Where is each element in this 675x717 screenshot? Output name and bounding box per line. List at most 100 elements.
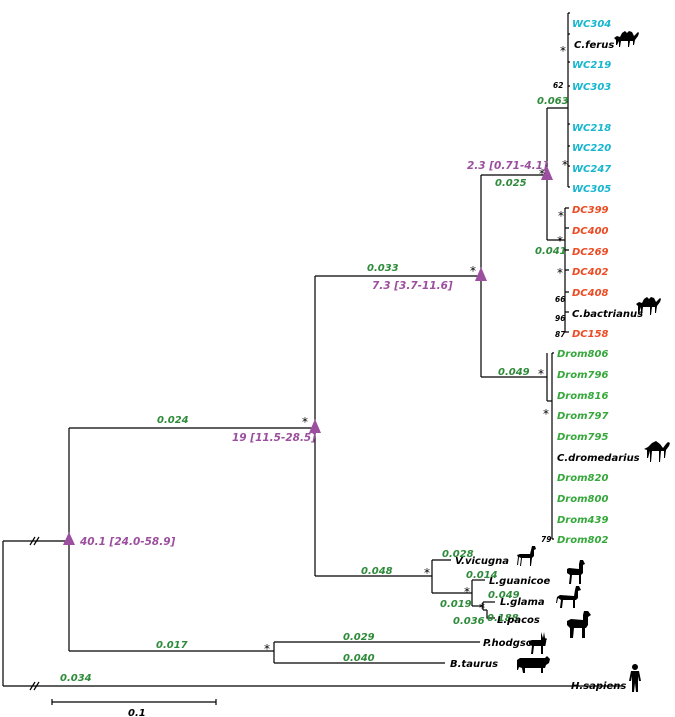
tip-dc399: DC399 xyxy=(572,205,609,216)
tip-drom816: Drom816 xyxy=(557,391,608,402)
cow-icon xyxy=(517,656,550,673)
divergence-markers xyxy=(63,166,553,545)
branch-dromedary-tips xyxy=(552,352,554,540)
length-bactrian-clade: 0.041 xyxy=(535,246,567,257)
tip-wc219: WC219 xyxy=(572,60,611,71)
length-lamini: 0.048 xyxy=(361,566,393,577)
tip-drom820: Drom820 xyxy=(557,473,608,484)
tip-l-pacos: L.pacos xyxy=(497,615,540,626)
length-bactrian-group: 0.025 xyxy=(495,178,527,189)
tip-dc400: DC400 xyxy=(572,226,609,237)
node-marker-root xyxy=(63,532,75,545)
tip-drom796: Drom796 xyxy=(557,370,608,381)
support-wc303: 62 xyxy=(553,81,563,90)
support-stars: * * * * * * * * * * * * * * xyxy=(264,44,568,656)
tip-wc218: WC218 xyxy=(572,123,611,134)
length-vicugna: 0.028 xyxy=(442,549,474,560)
star-dromedary-1: * xyxy=(538,367,544,381)
length-guanicoe: 0.014 xyxy=(466,570,498,581)
scale-bar-line xyxy=(51,699,217,705)
star-lama: * xyxy=(464,585,470,599)
llama-icon xyxy=(567,611,591,638)
sapiens-break-mark xyxy=(29,681,40,691)
length-glama-pacos-stem: 0.019 xyxy=(440,599,472,610)
llama-icon xyxy=(517,546,536,566)
scale-bar: 0.1 xyxy=(51,699,217,717)
tip-b-taurus: B.taurus xyxy=(450,659,498,670)
tree-branches xyxy=(2,12,622,691)
support-values: 62 66 96 87 79 xyxy=(541,81,566,544)
branch-bactrian-tips xyxy=(565,207,569,333)
animal-silhouettes xyxy=(517,31,670,692)
node-marker-bactrian-wild xyxy=(541,166,553,180)
support-drom802: 79 xyxy=(541,535,551,544)
divergence-camelid-root: 40.1 [24.0-58.9] xyxy=(79,536,176,548)
length-pacos: 0.188 xyxy=(487,613,519,624)
star-bactrian-1: * xyxy=(558,209,564,223)
tip-drom806: Drom806 xyxy=(557,349,608,360)
length-camelini: 0.024 xyxy=(157,415,189,426)
length-pacos-stem: 0.036 xyxy=(453,616,485,627)
tip-h-sapiens: H.sapiens xyxy=(571,681,626,692)
branch-length-labels: 0.063 0.025 0.041 0.033 0.049 0.024 0.04… xyxy=(60,96,569,684)
star-glama-pacos: * xyxy=(479,601,485,615)
tip-wc247: WC247 xyxy=(572,164,611,175)
branch-wild-sub2 xyxy=(568,123,570,188)
branch-wild-sub1 xyxy=(568,12,570,87)
star-dromedary-2: * xyxy=(543,407,549,421)
divergence-bactrian-dromedary: 7.3 [3.7-11.6] xyxy=(372,280,453,292)
length-taurus: 0.040 xyxy=(343,653,375,664)
tip-drom802: Drom802 xyxy=(557,535,608,546)
divergence-camelini-lamini: 19 [11.5-28.5] xyxy=(232,432,316,444)
llama-icon xyxy=(567,560,585,584)
length-sapiens: 0.034 xyxy=(60,673,92,684)
llama-icon xyxy=(556,586,581,608)
tip-labels: WC304 C.ferus WC219 WC303 WC218 WC220 WC… xyxy=(450,19,643,692)
camel-icon xyxy=(644,441,670,462)
length-hodgsonii: 0.029 xyxy=(343,632,375,643)
tip-drom439: Drom439 xyxy=(557,515,608,526)
tip-c-ferus: C.ferus xyxy=(574,40,614,51)
tip-drom795: Drom795 xyxy=(557,432,608,443)
camel-icon xyxy=(614,31,639,47)
tip-v-vicugna: V.vicugna xyxy=(455,556,509,567)
star-bactrian-3: * xyxy=(557,266,563,280)
human-icon xyxy=(629,664,641,692)
star-lamini: * xyxy=(424,566,430,580)
star-bovid: * xyxy=(264,642,270,656)
branch-l-pacos xyxy=(486,610,495,619)
tip-drom800: Drom800 xyxy=(557,494,608,505)
support-cbactrianus: 96 xyxy=(555,314,565,323)
length-bovid-stem: 0.017 xyxy=(156,640,188,651)
root-break-mark xyxy=(29,536,40,546)
tip-wc220: WC220 xyxy=(572,143,611,154)
tip-c-bactrianus: C.bactrianus xyxy=(572,309,643,320)
tip-l-guanicoe: L.guanicoe xyxy=(489,576,551,587)
tip-dc408: DC408 xyxy=(572,288,609,299)
star-wild-2: * xyxy=(562,158,568,172)
tip-dc402: DC402 xyxy=(572,267,609,278)
star-camelidae: * xyxy=(302,415,308,429)
star-bactrian-2: * xyxy=(557,234,563,248)
length-bactrian-stem: 0.033 xyxy=(367,263,399,274)
tip-dc158: DC158 xyxy=(572,329,609,340)
tip-drom797: Drom797 xyxy=(557,411,608,422)
tip-wc305: WC305 xyxy=(572,184,611,195)
tip-wc304: WC304 xyxy=(572,19,611,30)
antelope-icon xyxy=(529,632,547,654)
divergence-time-labels: 2.3 [0.71-4.1] 7.3 [3.7-11.6] 19 [11.5-2… xyxy=(79,160,548,548)
length-wild: 0.063 xyxy=(537,96,569,107)
length-glama: 0.049 xyxy=(488,590,520,601)
node-marker-camelini xyxy=(475,267,487,281)
divergence-bactrian-wild: 2.3 [0.71-4.1] xyxy=(467,160,548,172)
node-marker-camelidae xyxy=(309,419,321,433)
length-dromedary: 0.049 xyxy=(498,367,530,378)
star-camelini: * xyxy=(470,264,476,278)
tip-wc303: WC303 xyxy=(572,82,611,93)
scale-bar-label: 0.1 xyxy=(128,708,146,717)
camel-icon xyxy=(636,297,661,315)
star-wild-1: * xyxy=(560,44,566,58)
tip-dc269: DC269 xyxy=(572,247,609,258)
support-dc158: 87 xyxy=(555,330,566,339)
support-dc408: 66 xyxy=(555,295,565,304)
